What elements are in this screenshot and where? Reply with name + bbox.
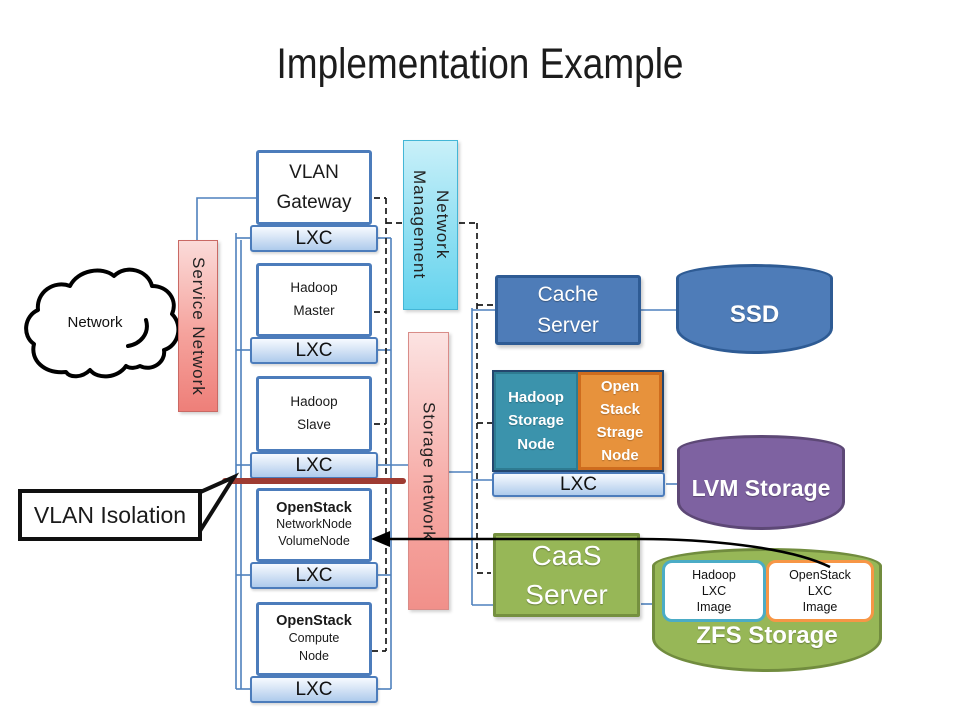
hadoop-master-line1: Hadoop xyxy=(290,280,338,296)
management-network-label-line1: Management xyxy=(410,170,429,280)
vlan-gateway-box: VLAN Gateway xyxy=(256,150,372,225)
cache-server-line2: Server xyxy=(537,314,599,337)
openstack-compute-box: OpenStack Compute Node xyxy=(256,602,372,676)
hadoop-slave-line2: Slave xyxy=(297,417,331,432)
hadoop-slave-box: Hadoop Slave xyxy=(256,376,372,452)
hadoop-master-lxc-bar: LXC xyxy=(250,337,378,364)
hadoop-image-line1: Hadoop xyxy=(692,567,736,582)
openstack-compute-line2: Compute xyxy=(288,631,340,646)
openstack-network-volume-box: OpenStack NetworkNode VolumeNode xyxy=(256,488,372,562)
hadoop-slave-line1: Hadoop xyxy=(290,394,338,410)
cache-server-line1: Cache xyxy=(537,282,599,306)
lvm-cylinder-body: LVM Storage xyxy=(677,450,845,530)
openstack-image-line1: OpenStack xyxy=(789,567,851,582)
vlan-gateway-line2: Gateway xyxy=(276,191,352,213)
openstack-image-line2: LXC xyxy=(807,583,833,598)
vlan-gateway-line1: VLAN xyxy=(289,161,339,183)
openstack-storage-line3: Strage xyxy=(596,424,644,441)
caas-server-line1: CaaS xyxy=(531,539,602,571)
ssd-label: SSD xyxy=(729,300,780,328)
hadoop-master-line2: Master xyxy=(293,303,335,318)
management-network-bar: Management Network xyxy=(403,140,458,310)
hadoop-storage-line3: Node xyxy=(517,435,555,453)
service-network-bar: Service Network xyxy=(178,240,218,412)
image-to-node-arrowhead xyxy=(371,531,390,547)
openstack-storage-line1: Open xyxy=(600,377,640,395)
zfs-storage-label: ZFS Storage xyxy=(696,622,838,649)
hadoop-storage-node-box: Hadoop Storage Node xyxy=(494,372,578,470)
storage-nodes-group: Hadoop Storage Node Open Stack Strage No… xyxy=(492,370,664,472)
openstack-nv-lxc-label: LXC xyxy=(295,564,333,586)
cloud-network-label: Network xyxy=(67,314,123,331)
openstack-storage-node-box: Open Stack Strage Node xyxy=(578,372,662,470)
openstack-compute-lxc-bar: LXC xyxy=(250,676,378,703)
storage-network-bar: Storage network xyxy=(408,332,449,610)
hadoop-lxc-image-box: Hadoop LXC Image xyxy=(662,560,766,622)
openstack-lxc-image-box: OpenStack LXC Image xyxy=(766,560,874,622)
openstack-nv-line1: OpenStack xyxy=(276,500,352,517)
lvm-storage-cylinder: LVM Storage xyxy=(677,435,845,530)
service-network-label: Service Network xyxy=(189,256,208,396)
ssd-cylinder-body: SSD xyxy=(676,278,833,354)
hadoop-slave-lxc-label: LXC xyxy=(295,454,333,476)
vlan-gateway-lxc-label: LXC xyxy=(295,227,333,249)
hadoop-image-line3: Image xyxy=(696,600,732,615)
openstack-storage-line4: Node xyxy=(601,447,639,465)
storage-nodes-lxc-label: LXC xyxy=(560,473,597,495)
hadoop-image-line2: LXC xyxy=(701,583,727,598)
openstack-compute-line3: Node xyxy=(299,649,329,663)
openstack-compute-lxc-label: LXC xyxy=(295,678,333,700)
ssd-cylinder: SSD xyxy=(676,264,833,354)
openstack-network-volume-lxc-bar: LXC xyxy=(250,562,378,589)
hadoop-master-box: Hadoop Master xyxy=(256,263,372,337)
openstack-storage-line2: Stack xyxy=(599,400,641,418)
cache-server-box: Cache Server xyxy=(495,275,641,345)
hadoop-storage-line1: Hadoop xyxy=(508,389,564,407)
hadoop-storage-line2: Storage xyxy=(508,412,564,430)
vlan-isolation-label: VLAN Isolation xyxy=(33,501,187,528)
vlan-isolation-callout: VLAN Isolation xyxy=(18,489,202,541)
zfs-storage-cylinder: Hadoop LXC Image OpenStack LXC Image ZFS… xyxy=(652,548,882,672)
vlan-gateway-lxc-bar: LXC xyxy=(250,225,378,252)
openstack-compute-line1: OpenStack xyxy=(276,613,352,630)
lvm-storage-label: LVM Storage xyxy=(691,475,831,501)
storage-nodes-lxc-bar: LXC xyxy=(492,472,665,497)
caas-server-box: CaaS Server xyxy=(493,533,640,617)
caas-server-line2: Server xyxy=(525,579,608,610)
storage-network-label: Storage network xyxy=(419,401,439,541)
page-title: Implementation Example xyxy=(276,40,684,88)
openstack-nv-line2: NetworkNode xyxy=(276,517,352,532)
hadoop-master-lxc-label: LXC xyxy=(295,339,333,361)
openstack-nv-line3: VolumeNode xyxy=(278,534,350,548)
management-network-label-line2: Network xyxy=(433,190,452,260)
openstack-image-line3: Image xyxy=(802,600,838,615)
hadoop-slave-lxc-bar: LXC xyxy=(250,452,378,479)
